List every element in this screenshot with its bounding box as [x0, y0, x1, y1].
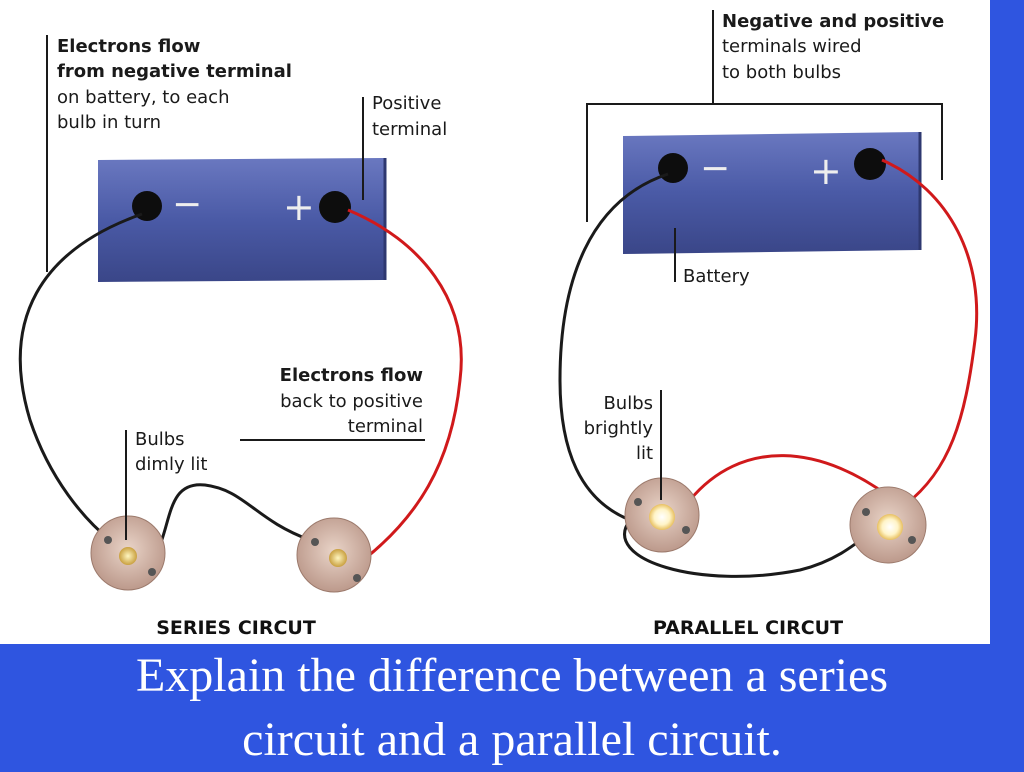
svg-text:Negative and positive: Negative and positive	[722, 11, 944, 32]
label-bulbs-dimly-lit: Bulbs dimly lit	[135, 429, 207, 475]
parallel-battery: − +	[623, 132, 922, 254]
series-red-wire	[347, 208, 463, 572]
parallel-red-wire-branch	[688, 454, 901, 507]
label-battery: Battery	[683, 266, 750, 287]
question-line-2: circuit and a parallel circuit.	[242, 713, 782, 766]
label-positive-terminal: Positive terminal	[372, 93, 447, 140]
svg-text:from negative terminal: from negative terminal	[57, 61, 292, 82]
series-positive-terminal	[319, 191, 351, 223]
parallel-red-wire-outer	[881, 158, 979, 507]
parallel-caption: PARALLEL CIRCUT	[653, 617, 843, 639]
svg-text:to both bulbs: to both bulbs	[722, 62, 841, 83]
series-circuit: − + Electrons flow from negative term	[18, 35, 463, 639]
svg-text:back to positive: back to positive	[280, 391, 423, 412]
series-plus-symbol: +	[283, 185, 315, 229]
series-bulb-right	[296, 517, 372, 593]
parallel-negative-terminal	[658, 153, 688, 183]
series-black-wire-middle	[143, 483, 311, 572]
label-bulbs-brightly-lit: Bulbs brightly lit	[584, 393, 654, 464]
series-battery: − +	[98, 158, 387, 282]
circuit-diagram: − + Electrons flow from negative term	[18, 10, 979, 639]
svg-text:Electrons flow: Electrons flow	[280, 365, 423, 386]
parallel-black-wire-outer	[558, 172, 881, 578]
diagram-panel: − + Electrons flow from negative term	[0, 0, 990, 644]
parallel-positive-terminal	[854, 148, 886, 180]
svg-text:terminals wired: terminals wired	[722, 36, 862, 57]
parallel-circuit: − + Negative and positive termin	[558, 10, 979, 639]
svg-text:Electrons flow: Electrons flow	[57, 36, 200, 57]
series-minus-symbol: −	[172, 184, 202, 225]
label-electrons-flow-negative: Electrons flow from negative terminal on…	[57, 36, 292, 133]
svg-text:on battery, to each: on battery, to each	[57, 87, 230, 108]
svg-text:terminal: terminal	[348, 416, 423, 437]
svg-text:Positive: Positive	[372, 93, 441, 114]
svg-text:lit: lit	[636, 443, 653, 464]
label-electrons-flow-back: Electrons flow back to positive terminal	[280, 365, 423, 437]
svg-text:bulb in turn: bulb in turn	[57, 112, 161, 133]
svg-text:terminal: terminal	[372, 119, 447, 140]
question-line-1: Explain the difference between a series	[135, 649, 889, 702]
svg-text:brightly: brightly	[584, 418, 654, 439]
series-caption: SERIES CIRCUT	[156, 617, 316, 639]
svg-text:Bulbs: Bulbs	[135, 429, 185, 450]
parallel-bulb-right	[849, 486, 927, 564]
series-black-wire-left	[18, 212, 143, 542]
svg-text:dimly lit: dimly lit	[135, 454, 207, 475]
series-bulb-left	[90, 515, 166, 591]
parallel-bulb-left	[624, 477, 700, 553]
svg-text:Bulbs: Bulbs	[603, 393, 653, 414]
question-text: Explain the difference between a series …	[0, 644, 1024, 768]
parallel-minus-symbol: −	[700, 148, 730, 189]
parallel-plus-symbol: +	[810, 149, 842, 193]
label-negative-positive-wired: Negative and positive terminals wired to…	[722, 11, 944, 83]
